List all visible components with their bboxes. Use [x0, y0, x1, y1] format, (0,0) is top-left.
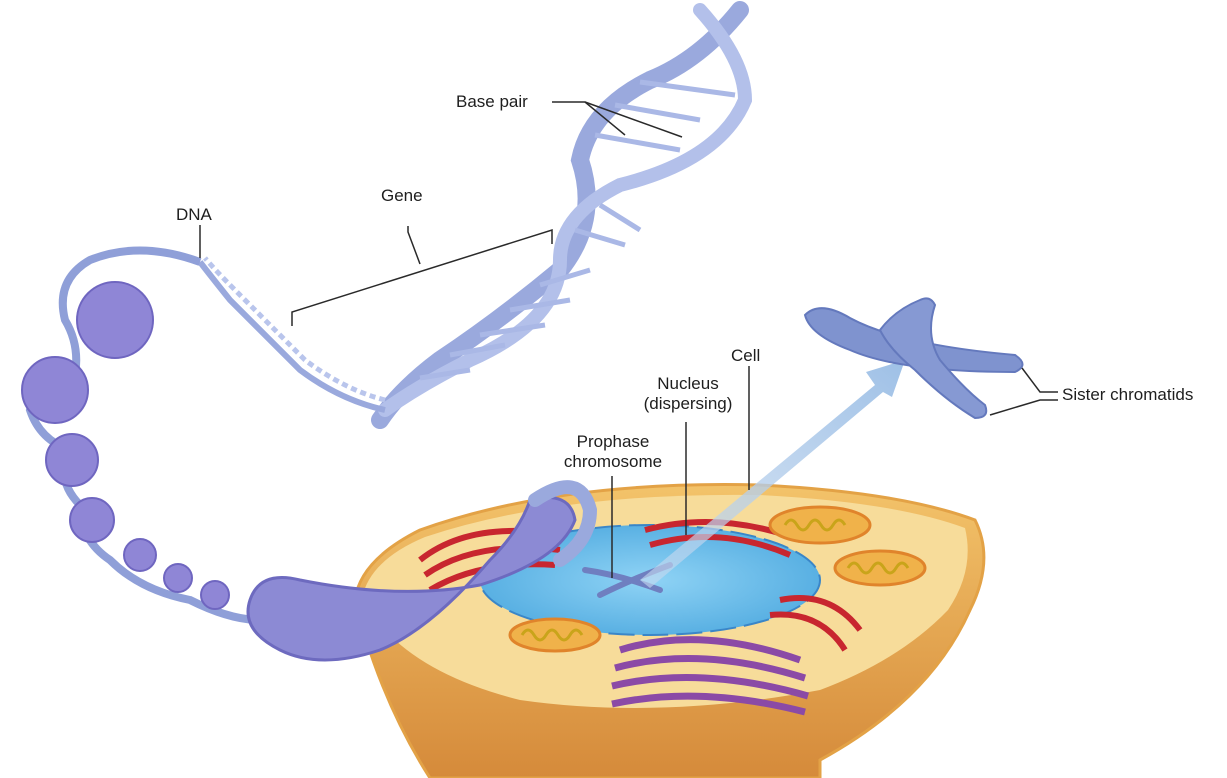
label-prophase-line2: chromosome: [556, 452, 670, 472]
nucleosome: [201, 581, 229, 609]
label-nucleus: Nucleus (dispersing): [636, 374, 740, 414]
label-sister-chromatids: Sister chromatids: [1062, 385, 1193, 405]
dna-double-helix: [200, 10, 745, 420]
label-prophase-chromosome: Prophase chromosome: [556, 432, 670, 472]
label-nucleus-line1: Nucleus: [636, 374, 740, 394]
sister-chromatids: [805, 298, 1023, 418]
nucleosome: [70, 498, 114, 542]
nucleosome: [77, 282, 153, 358]
label-prophase-line1: Prophase: [556, 432, 670, 452]
nucleosome: [164, 564, 192, 592]
nucleosome: [124, 539, 156, 571]
nucleosome: [46, 434, 98, 486]
cell: [355, 485, 984, 778]
label-cell: Cell: [731, 346, 760, 366]
label-base-pair: Base pair: [456, 92, 528, 112]
label-nucleus-line2: (dispersing): [636, 394, 740, 414]
nucleosome: [22, 357, 88, 423]
label-dna: DNA: [176, 205, 212, 225]
label-gene: Gene: [381, 186, 423, 206]
